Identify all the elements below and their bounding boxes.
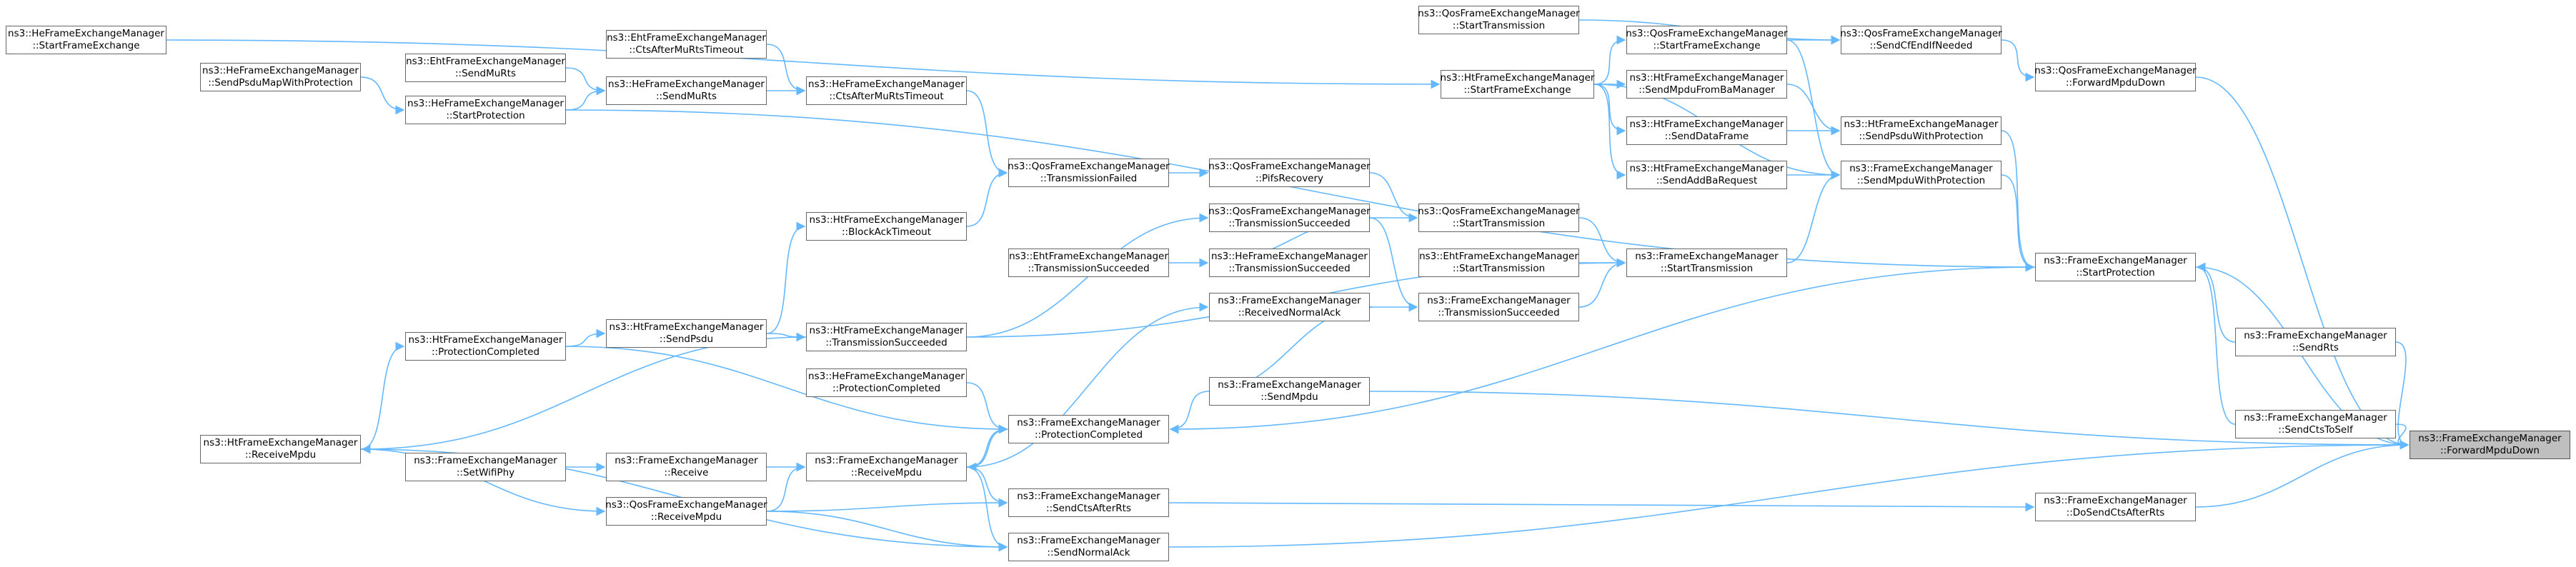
call-edge — [360, 76, 405, 115]
node-htfem-start-frame-exchange[interactable]: ns3::HtFrameExchangeManager::StartFrameE… — [1441, 70, 1594, 99]
node-fem-send-cts-to-self[interactable]: ns3::FrameExchangeManager::SendCtsToSelf — [2235, 410, 2396, 438]
call-edge — [1786, 39, 1841, 180]
node-ehtfem-transmission-succeeded[interactable]: ns3::EhtFrameExchangeManager::Transmissi… — [1008, 249, 1169, 277]
call-edge — [966, 382, 1008, 434]
node-qfem-receive-mpdu[interactable]: ns3::QosFrameExchangeManager::ReceiveMpd… — [605, 497, 767, 526]
node-htfem-send-psdu[interactable]: ns3::HtFrameExchangeManager::SendPsdu — [606, 319, 767, 348]
call-edge — [1369, 172, 1418, 223]
node-htfem-receive-mpdu[interactable]: ns3::HtFrameExchangeManager::ReceiveMpdu — [200, 435, 361, 463]
call-edge — [766, 498, 1008, 512]
call-edge — [1168, 440, 2410, 548]
node-htfem-send-add-ba-request[interactable]: ns3::HtFrameExchangeManager::SendAddBaRe… — [1626, 161, 1787, 189]
call-edge — [360, 341, 405, 450]
node-fem-send-mpdu[interactable]: ns3::FrameExchangeManager::SendMpdu — [1209, 377, 1370, 406]
node-hefem-start-frame-exchange[interactable]: ns3::HeFrameExchangeManager::StartFrameE… — [6, 26, 166, 54]
call-edge — [1593, 84, 1626, 180]
call-edge — [1169, 391, 1210, 434]
node-hefem-send-mu-rts[interactable]: ns3::HeFrameExchangeManager::SendMuRts — [606, 76, 767, 105]
node-qfem-forward-mpdu-down[interactable]: ns3::QosFrameExchangeManager::ForwardMpd… — [2034, 63, 2197, 91]
call-edge — [1786, 170, 1841, 264]
call-edge — [1168, 502, 2035, 512]
call-edge — [2001, 39, 2035, 82]
node-hefem-protection-completed[interactable]: ns3::HeFrameExchangeManager::ProtectionC… — [806, 368, 967, 397]
node-ehtfem-cts-after-mu-rts-timeout[interactable]: ns3::EhtFrameExchangeManager::CtsAfterMu… — [606, 30, 767, 59]
node-qfem-start-frame-exchange[interactable]: ns3::QosFrameExchangeManager::StartFrame… — [1626, 26, 1788, 54]
call-edge — [966, 466, 1008, 508]
node-hefem-send-psdu-map-with-protection[interactable]: ns3::HeFrameExchangeManager::SendPsduMap… — [200, 63, 361, 91]
call-edge — [766, 332, 806, 342]
node-htfem-transmission-succeeded[interactable]: ns3::HtFrameExchangeManager::Transmissio… — [806, 323, 967, 351]
call-edge — [966, 466, 1008, 552]
call-edge — [2196, 262, 2236, 425]
call-edge — [565, 67, 606, 96]
node-qfem-start-transmission[interactable]: ns3::QosFrameExchangeManager::StartTrans… — [1418, 204, 1580, 232]
call-edge — [565, 346, 1008, 434]
call-edge — [1169, 266, 2036, 434]
node-fem-send-cts-after-rts[interactable]: ns3::FrameExchangeManager::SendCtsAfterR… — [1008, 488, 1169, 517]
call-edge — [2195, 440, 2410, 508]
node-qfem-send-cf-end-if-needed[interactable]: ns3::QosFrameExchangeManager::SendCfEndI… — [1840, 26, 2002, 54]
call-edge — [2195, 76, 2410, 450]
call-edge — [966, 213, 1209, 338]
node-fem-start-protection[interactable]: ns3::FrameExchangeManager::StartProtecti… — [2035, 253, 2196, 281]
node-htfem-send-mpdu-from-ba-manager[interactable]: ns3::HtFrameExchangeManager::SendMpduFro… — [1626, 70, 1787, 99]
call-edge — [967, 428, 1009, 472]
call-edge — [565, 328, 606, 347]
node-fem-set-wifi-phy[interactable]: ns3::FrameExchangeManager::SetWifiPhy — [405, 453, 566, 481]
node-qfem-pifs-recovery[interactable]: ns3::QosFrameExchangeManager::PifsRecove… — [1208, 159, 1371, 187]
call-edge — [966, 168, 1008, 227]
call-edge — [1369, 217, 1418, 312]
node-hefem-cts-after-mu-rts-timeout[interactable]: ns3::HeFrameExchangeManager::CtsAfterMuR… — [806, 76, 967, 105]
node-ehtfem-start-transmission[interactable]: ns3::EhtFrameExchangeManager::StartTrans… — [1418, 249, 1579, 277]
node-fem-received-normal-ack[interactable]: ns3::FrameExchangeManager::ReceivedNorma… — [1209, 293, 1370, 321]
node-fem-protection-completed[interactable]: ns3::FrameExchangeManager::ProtectionCom… — [1008, 415, 1169, 443]
call-edge — [1578, 258, 1626, 308]
call-edge — [1578, 217, 1626, 268]
call-edge — [2395, 341, 2410, 450]
node-fem-receive[interactable]: ns3::FrameExchangeManager::Receive — [606, 453, 767, 481]
node-htfem-block-ack-timeout[interactable]: ns3::HtFrameExchangeManager::BlockAckTim… — [806, 212, 967, 241]
node-fem-receive-mpdu[interactable]: ns3::FrameExchangeManager::ReceiveMpdu — [806, 453, 967, 481]
node-htfem-send-psdu-with-protection[interactable]: ns3::HtFrameExchangeManager::SendPsduWit… — [1841, 116, 2001, 145]
call-edge — [966, 302, 1209, 468]
call-edge — [565, 109, 2035, 272]
call-edge — [1593, 84, 1626, 136]
node-fem-send-mpdu-with-protection[interactable]: ns3::FrameExchangeManager::SendMpduWithP… — [1841, 161, 2001, 189]
call-edge — [565, 86, 606, 111]
call-edge — [766, 511, 1008, 552]
call-edge — [1369, 391, 2410, 450]
call-edge — [1593, 35, 1626, 85]
call-edge — [966, 90, 1008, 178]
node-fem-send-normal-ack[interactable]: ns3::FrameExchangeManager::SendNormalAck — [1008, 533, 1169, 561]
node-fem-do-send-cts-after-rts[interactable]: ns3::FrameExchangeManager::DoSendCtsAfte… — [2035, 493, 2196, 521]
call-edge — [766, 221, 806, 334]
node-htfem-protection-completed[interactable]: ns3::HtFrameExchangeManager::ProtectionC… — [405, 332, 566, 361]
node-ehtfem-send-mu-rts[interactable]: ns3::EhtFrameExchangeManager::SendMuRts — [405, 54, 566, 82]
node-fem-start-transmission[interactable]: ns3::FrameExchangeManager::StartTransmis… — [1626, 249, 1787, 277]
node-root-forward-mpdu-down: ns3::FrameExchangeManager::ForwardMpduDo… — [2410, 431, 2570, 459]
node-fem-send-rts[interactable]: ns3::FrameExchangeManager::SendRts — [2235, 328, 2396, 356]
node-htfem-send-data-frame[interactable]: ns3::HtFrameExchangeManager::SendDataFra… — [1626, 116, 1787, 145]
node-hefem-transmission-succeeded[interactable]: ns3::HeFrameExchangeManager::Transmissio… — [1209, 249, 1370, 277]
call-edge — [766, 462, 806, 512]
node-qfem-start-transmission-top[interactable]: ns3::QosFrameExchangeManager::StartTrans… — [1418, 6, 1580, 34]
call-edge — [766, 44, 806, 96]
node-fem-transmission-succeeded[interactable]: ns3::FrameExchangeManager::TransmissionS… — [1418, 293, 1579, 321]
node-qfem-transmission-succeeded[interactable]: ns3::QosFrameExchangeManager::Transmissi… — [1208, 204, 1371, 232]
node-hefem-start-protection[interactable]: ns3::HeFrameExchangeManager::StartProtec… — [405, 96, 566, 124]
call-edge — [2001, 130, 2035, 272]
call-edge — [2196, 262, 2236, 343]
node-qfem-transmission-failed[interactable]: ns3::QosFrameExchangeManager::Transmissi… — [1008, 159, 1170, 187]
call-edge — [166, 39, 1441, 89]
